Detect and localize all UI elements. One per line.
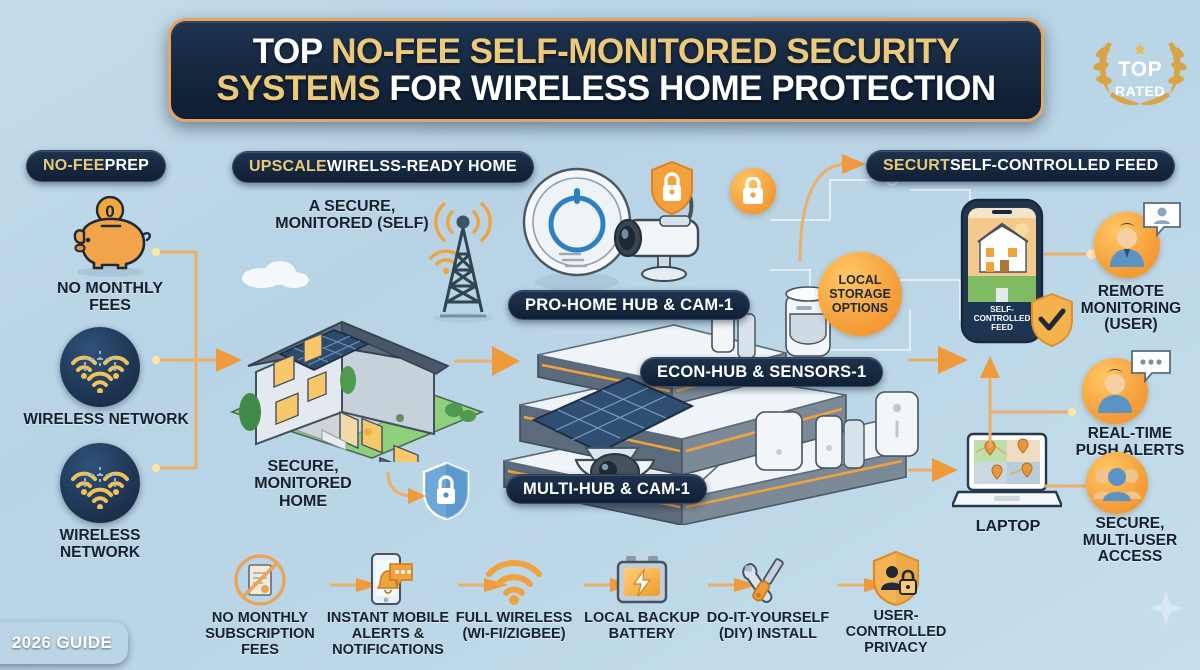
padlock-icon bbox=[730, 168, 776, 214]
top-rated-title: TOP bbox=[1117, 58, 1163, 81]
feature-caption-4: DO-IT-YOURSELF(DIY) INSTALL bbox=[706, 610, 830, 643]
laptop-mockup bbox=[952, 432, 1062, 508]
svg-text:CONTROLLED: CONTROLLED bbox=[974, 314, 1031, 323]
section-header-left-white: PREP bbox=[104, 157, 150, 174]
section-header-right-gold: SECURT bbox=[883, 157, 950, 174]
left-connector-arrows bbox=[152, 248, 242, 472]
title-plain-2: FOR WIRELESS HOME PROTECTION bbox=[389, 69, 996, 108]
platform-label-2: MULTI-HUB & CAM-1 bbox=[506, 474, 708, 504]
shield-privacy-icon bbox=[828, 550, 964, 606]
feature-item-2: FULL WIRELESS(WI-FI/ZIGBEE) bbox=[446, 554, 582, 642]
section-header-right: SECURT SELF-CONTROLLED FEED bbox=[866, 150, 1176, 182]
page-title-line-2: SYSTEMS FOR WIRELESS HOME PROTECTION bbox=[216, 69, 996, 108]
laptop-caption: LAPTOP bbox=[975, 518, 1041, 535]
arrow-house-to-platform bbox=[454, 346, 520, 376]
tools-icon bbox=[700, 554, 836, 606]
guide-year-label: 2026 GUIDE bbox=[11, 633, 113, 652]
feature-arrow-3 bbox=[708, 578, 758, 592]
arrow-platform-to-right bbox=[798, 154, 866, 263]
page-title-line-1: TOP NO-FEE SELF-MONITORED SECURITY bbox=[252, 31, 960, 71]
svg-text:FEED: FEED bbox=[991, 323, 1013, 332]
cell-tower-icon bbox=[433, 202, 493, 323]
shield-padlock-icon bbox=[651, 160, 693, 216]
feature-item-4: DO-IT-YOURSELF(DIY) INSTALL bbox=[700, 554, 836, 642]
arrow-platform-to-phone bbox=[908, 346, 968, 374]
chat-bubble-icon bbox=[1131, 350, 1171, 384]
shield-check-icon bbox=[1031, 292, 1073, 348]
house-icon bbox=[229, 320, 485, 462]
title-gold-1: NO-FEE SELF-MONITORED SECURITY bbox=[331, 31, 960, 71]
svg-text:SELF-: SELF- bbox=[990, 305, 1014, 314]
title-gold-2: SYSTEMS bbox=[216, 69, 390, 108]
battery-bolt-icon bbox=[574, 554, 710, 606]
laurel-wreath-icon bbox=[1093, 42, 1187, 106]
smoke-detector-icon bbox=[522, 167, 632, 291]
platform-label-1: ECON-HUB & SENSORS-1 bbox=[640, 357, 884, 387]
top-rated-subtitle: RATED bbox=[1114, 83, 1166, 99]
section-header-middle-white: WIRELSS-READY HOME bbox=[326, 158, 517, 175]
guide-year-tag: 2026 GUIDE bbox=[0, 622, 128, 664]
ribbon-notch bbox=[1080, 133, 1200, 140]
section-header-middle: UPSCALE WIRELSS-READY HOME bbox=[232, 151, 534, 183]
group-users-icon bbox=[1086, 452, 1148, 514]
section-header-right-white: SELF-CONTROLLED FEED bbox=[949, 157, 1159, 174]
door-sensor-group-icon bbox=[755, 391, 919, 471]
wifi-icon bbox=[446, 554, 582, 606]
section-header-middle-gold: UPSCALE bbox=[249, 158, 327, 175]
platform-label-0: PRO-HOME HUB & CAM-1 bbox=[508, 290, 751, 320]
sparkle-decoration bbox=[1148, 590, 1184, 626]
mobile-alert-icon bbox=[320, 553, 456, 606]
section-header-left-gold: NO-FEE bbox=[43, 157, 105, 174]
section-header-left: NO-FEE PREP bbox=[26, 150, 167, 182]
wifi-network-icon-2 bbox=[60, 443, 140, 523]
top-rated-badge: ★ TOP RATED bbox=[1080, 0, 1200, 140]
left-item-caption-1: WIRELESS NETWORK bbox=[23, 411, 189, 428]
feature-caption-2: FULL WIRELESS(WI-FI/ZIGBEE) bbox=[455, 610, 573, 643]
cloud-decoration bbox=[242, 261, 309, 288]
phone-mockup: SELF- CONTROLLED FEED bbox=[960, 198, 1044, 344]
title-plain-1: TOP bbox=[252, 31, 332, 71]
star-icon: ★ bbox=[1132, 40, 1148, 59]
arrow-platform-to-laptop bbox=[908, 458, 958, 482]
page-title-banner: TOP NO-FEE SELF-MONITORED SECURITY SYSTE… bbox=[168, 18, 1044, 122]
piggy-bank-icon: 0 bbox=[73, 196, 152, 277]
wifi-network-icon bbox=[60, 327, 140, 407]
bullet-camera-icon bbox=[613, 188, 700, 282]
svg-text:0: 0 bbox=[105, 202, 114, 221]
middle-top-note: A SECURE,MONITORED (SELF) bbox=[275, 198, 429, 233]
shield-lock-icon bbox=[422, 461, 470, 521]
profile-bubble-icon bbox=[1143, 202, 1181, 238]
feature-arrow-0 bbox=[330, 578, 380, 592]
arrow-to-shield bbox=[386, 471, 426, 504]
no-subscription-icon bbox=[192, 554, 328, 606]
right-internal-arrows bbox=[980, 356, 1076, 448]
